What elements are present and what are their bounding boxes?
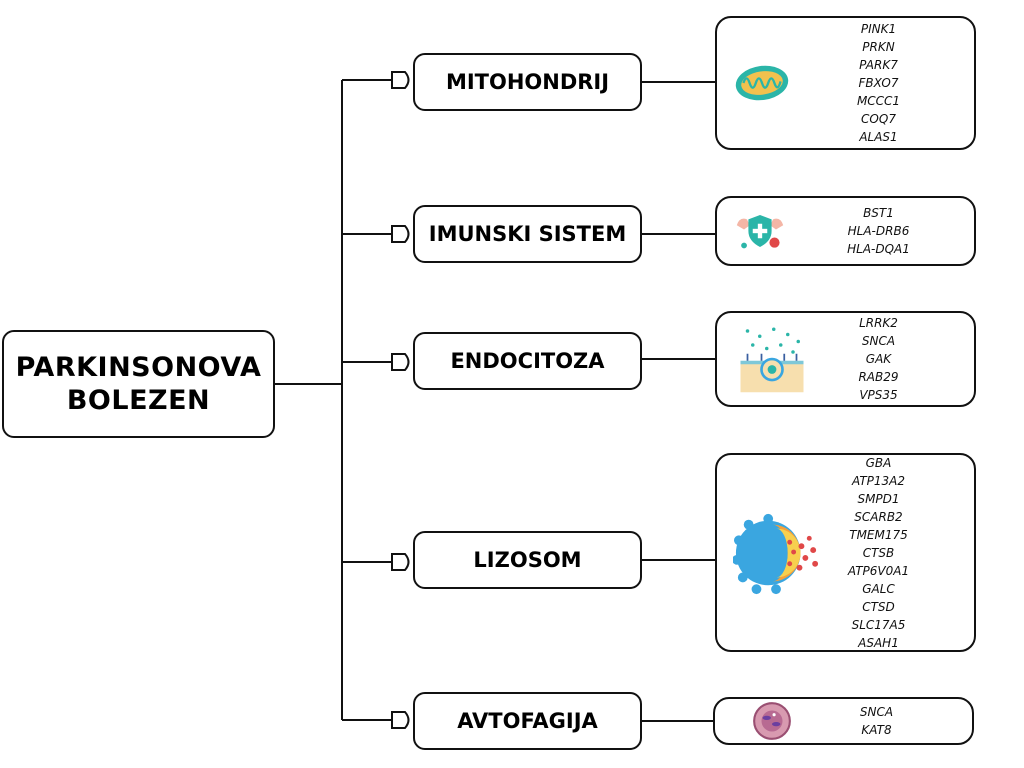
gene-label: PRKN xyxy=(862,40,895,54)
gene-box-endocitoza: LRRK2 SNCA GAK RAB29 VPS35 xyxy=(715,311,976,407)
gene-label: VPS35 xyxy=(859,388,898,402)
gene-list: SNCA KAT8 xyxy=(781,699,972,743)
gene-label: MCCC1 xyxy=(856,94,901,108)
gene-label: BST1 xyxy=(863,206,894,220)
gene-label: FBXO7 xyxy=(858,76,899,90)
root-label: PARKINSONOVA BOLEZEN xyxy=(15,352,262,416)
arrowhead-3 xyxy=(391,353,410,371)
gene-label: ALAS1 xyxy=(859,130,898,144)
gene-list: LRRK2 SNCA GAK RAB29 VPS35 xyxy=(783,313,974,405)
arrowhead-2 xyxy=(391,225,410,243)
root-node: PARKINSONOVA BOLEZEN xyxy=(2,330,275,438)
category-label: IMUNSKI SISTEM xyxy=(428,222,627,246)
arrowhead-5 xyxy=(391,711,410,729)
gene-label: RAB29 xyxy=(858,370,899,384)
category-node-endocitoza: ENDOCITOZA xyxy=(413,332,642,390)
gene-label: CTSD xyxy=(862,599,895,614)
category-label: AVTOFAGIJA xyxy=(457,709,598,733)
gene-label: GALC xyxy=(862,581,895,596)
gene-label: TMEM175 xyxy=(849,527,908,542)
gene-label: HLA-DQA1 xyxy=(847,242,910,256)
gene-label: KAT8 xyxy=(861,723,892,737)
immune-shield-icon xyxy=(736,215,784,249)
lysosome-icon xyxy=(733,513,819,594)
endocytosis-icon xyxy=(740,327,804,393)
gene-label: SNCA xyxy=(859,705,894,719)
gene-label: GBA xyxy=(865,455,892,470)
gene-label: COQ7 xyxy=(861,112,896,126)
gene-label: ASAH1 xyxy=(858,635,899,650)
category-node-mitohondrij: MITOHONDRIJ xyxy=(413,53,642,111)
gene-list: PINK1 PRKN PARK7 FBXO7 MCCC1 COQ7 ALAS1 xyxy=(783,18,974,148)
gene-list: BST1 HLA-DRB6 HLA-DQA1 xyxy=(783,198,974,264)
gene-list: GBA ATP13A2 SMPD1 SCARB2 TMEM175 CTSB AT… xyxy=(783,455,974,650)
gene-box-lizosom: GBA ATP13A2 SMPD1 SCARB2 TMEM175 CTSB AT… xyxy=(715,453,976,652)
gene-label: SNCA xyxy=(861,334,896,348)
gene-label: GAK xyxy=(865,352,892,366)
category-label: LIZOSOM xyxy=(473,548,582,572)
mitochondrion-icon xyxy=(735,65,789,101)
gene-label: ATP6V0A1 xyxy=(847,563,910,578)
category-node-avtofagija: AVTOFAGIJA xyxy=(413,692,642,750)
autophagy-cell-icon xyxy=(753,702,791,740)
category-label: MITOHONDRIJ xyxy=(445,70,610,94)
gene-label: PINK1 xyxy=(860,22,897,36)
gene-label: SLC17A5 xyxy=(851,617,906,632)
gene-box-avtofagija: SNCA KAT8 xyxy=(713,697,974,745)
gene-label: SMPD1 xyxy=(857,491,900,506)
category-label: ENDOCITOZA xyxy=(450,349,605,373)
gene-label: LRRK2 xyxy=(859,316,898,330)
gene-label: PARK7 xyxy=(859,58,898,72)
gene-label: HLA-DRB6 xyxy=(847,224,910,238)
category-node-lizosom: LIZOSOM xyxy=(413,531,642,589)
gene-label: CTSB xyxy=(862,545,895,560)
gene-label: SCARB2 xyxy=(854,509,903,524)
gene-box-mitohondrij: PINK1 PRKN PARK7 FBXO7 MCCC1 COQ7 ALAS1 xyxy=(715,16,976,150)
arrowhead-1 xyxy=(391,71,410,89)
gene-label: ATP13A2 xyxy=(851,473,905,488)
gene-box-imunski-sistem: BST1 HLA-DRB6 HLA-DQA1 xyxy=(715,196,976,266)
arrowhead-4 xyxy=(391,553,410,571)
category-node-imunski-sistem: IMUNSKI SISTEM xyxy=(413,205,642,263)
